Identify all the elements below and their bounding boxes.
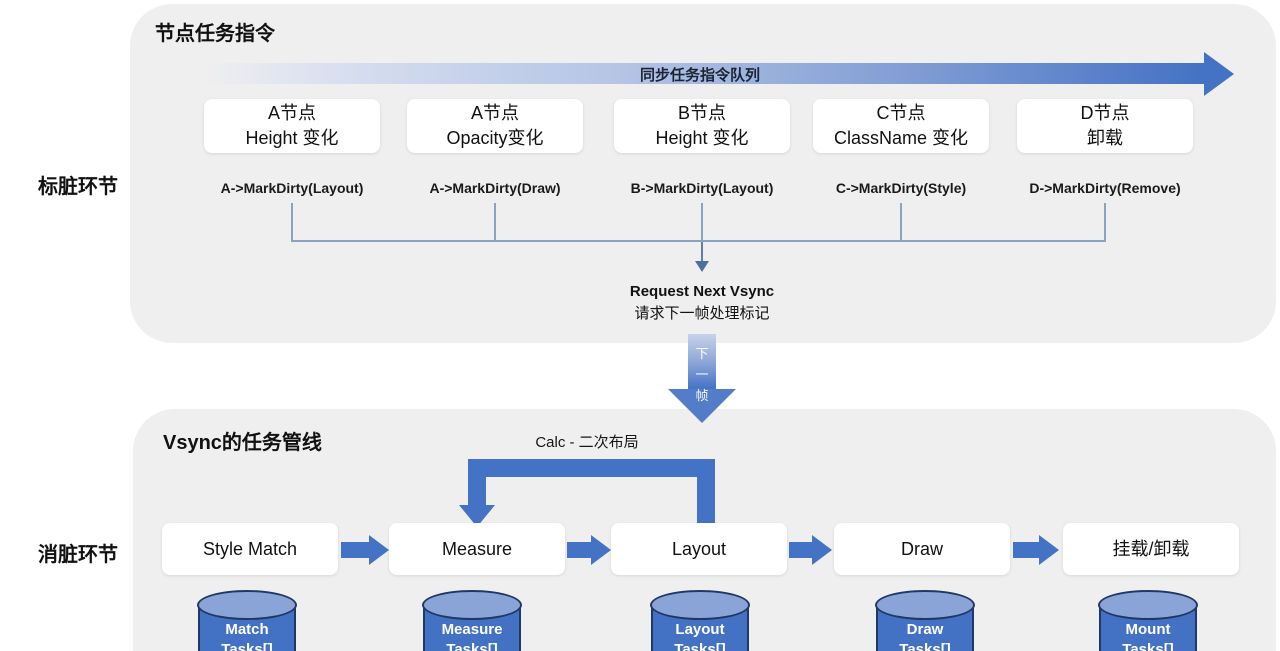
bracket-stub [701, 203, 703, 242]
vsync-request-arrowhead-icon [695, 261, 709, 272]
cylinder-top [875, 590, 975, 620]
node-card-line2: Height 变化 [655, 128, 749, 148]
stage-arrowhead-icon [812, 535, 832, 565]
node-card-a-height: A节点 Height 变化 [204, 99, 380, 153]
clean-dirty-stage-label: 消脏环节 [38, 544, 118, 566]
cylinder-label: Mount Tasks[] [1098, 620, 1198, 651]
queue-cylinder-draw: Draw Tasks[] [875, 590, 975, 651]
markdirty-label-d-remove: D->MarkDirty(Remove) [1029, 180, 1181, 196]
cylinder-label-line2: Tasks[] [1122, 641, 1174, 651]
stage-arrowhead-icon [369, 535, 389, 565]
node-card-line1: C节点 [876, 103, 926, 123]
markdirty-label-a-layout: A->MarkDirty(Layout) [220, 180, 364, 196]
node-card-b-height: B节点 Height 变化 [614, 99, 790, 153]
bracket-stub [1104, 203, 1106, 242]
queue-cylinder-mount: Mount Tasks[] [1098, 590, 1198, 651]
cylinder-top [197, 590, 297, 620]
stage-arrow [1013, 542, 1039, 558]
markdirty-label-c-style: C->MarkDirty(Style) [835, 180, 967, 196]
stage-arrowhead-icon [591, 535, 611, 565]
cylinder-label-line2: Tasks[] [899, 641, 951, 651]
cylinder-label: Draw Tasks[] [875, 620, 975, 651]
next-frame-label: 下一帧 [695, 346, 709, 403]
node-card-line2: Height 变化 [245, 128, 339, 148]
stage-arrow [341, 542, 369, 558]
stage-box-mount-unmount: 挂载/卸载 [1063, 523, 1239, 575]
queue-cylinder-measure: Measure Tasks[] [422, 590, 522, 651]
calc-loop-arrow-left [468, 477, 486, 505]
bracket-stub [291, 203, 293, 242]
cylinder-label-line2: Tasks[] [446, 641, 498, 651]
bracket-stub [900, 203, 902, 242]
sync-queue-label: 同步任务指令队列 [639, 67, 760, 84]
node-card-line1: A节点 [267, 103, 316, 123]
vsync-request-arrow [701, 242, 703, 262]
cylinder-top [422, 590, 522, 620]
markdirty-label-a-draw: A->MarkDirty(Draw) [429, 180, 561, 196]
sync-queue-arrow [206, 63, 1204, 84]
cylinder-label: Match Tasks[] [197, 620, 297, 651]
calc-loop-arrow-top [468, 459, 715, 477]
node-card-line1: D节点 [1080, 103, 1130, 123]
request-vsync-text-en: Request Next Vsync [629, 283, 775, 300]
node-card-line2: 卸载 [1087, 128, 1123, 148]
node-card-c-classname: C节点 ClassName 变化 [813, 99, 989, 153]
cylinder-label-line1: Layout [675, 621, 725, 638]
cylinder-label-line2: Tasks[] [674, 641, 726, 651]
cylinder-label: Layout Tasks[] [650, 620, 750, 651]
cylinder-label-line1: Measure [441, 621, 503, 638]
stage-box-layout: Layout [611, 523, 787, 575]
cylinder-label-line2: Tasks[] [221, 641, 273, 651]
queue-cylinder-layout: Layout Tasks[] [650, 590, 750, 651]
node-card-a-opacity: A节点 Opacity变化 [407, 99, 583, 153]
cylinder-label-line1: Draw [906, 621, 944, 638]
stage-arrow [789, 542, 812, 558]
calc-loop-arrowhead-icon [459, 505, 495, 527]
node-card-line2: Opacity变化 [446, 128, 544, 148]
node-card-line2: ClassName 变化 [833, 128, 969, 148]
cylinder-label-line1: Mount [1125, 621, 1171, 638]
stage-arrowhead-icon [1039, 535, 1059, 565]
cylinder-top [650, 590, 750, 620]
stage-arrow [567, 542, 591, 558]
cylinder-label-line1: Match [225, 621, 269, 638]
stage-box-style-match: Style Match [162, 523, 338, 575]
cylinder-top [1098, 590, 1198, 620]
node-instructions-panel [130, 4, 1276, 343]
sync-queue-arrowhead-icon [1204, 52, 1234, 96]
node-card-line1: A节点 [470, 103, 519, 123]
queue-cylinder-match: Match Tasks[] [197, 590, 297, 651]
bracket-stub [494, 203, 496, 242]
cylinder-label: Measure Tasks[] [422, 620, 522, 651]
markdirty-label-b-layout: B->MarkDirty(Layout) [630, 180, 774, 196]
request-vsync-text-zh: 请求下一帧处理标记 [634, 305, 770, 322]
stage-box-draw: Draw [834, 523, 1010, 575]
calc-loop-label: Calc - 二次布局 [535, 434, 639, 451]
node-card-line1: B节点 [677, 103, 726, 123]
bracket-horizontal-line [291, 240, 1106, 242]
vsync-pipeline-title: Vsync的任务管线 [163, 432, 322, 454]
mark-dirty-stage-label: 标脏环节 [38, 176, 118, 198]
stage-box-measure: Measure [389, 523, 565, 575]
node-instructions-title: 节点任务指令 [155, 23, 275, 45]
calc-loop-arrow-right [697, 459, 715, 523]
next-frame-arrow-icon [668, 334, 736, 423]
node-card-d-unmount: D节点 卸载 [1017, 99, 1193, 153]
